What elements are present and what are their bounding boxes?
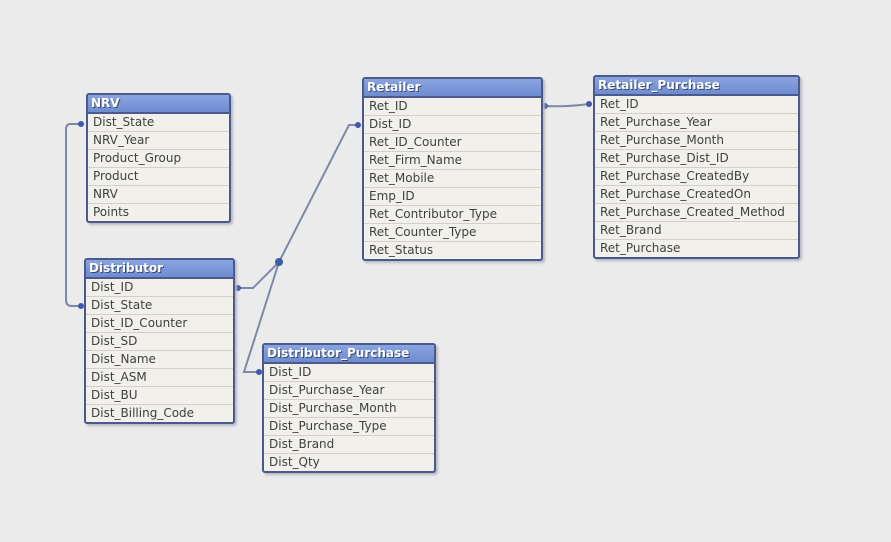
connector-node <box>78 121 84 127</box>
link-ret-id <box>544 103 590 108</box>
field-row[interactable]: Ret_ID_Counter <box>364 134 541 152</box>
field-row[interactable]: Product_Group <box>88 150 229 168</box>
field-row[interactable]: Dist_Brand <box>264 436 434 454</box>
field-row[interactable]: NRV <box>88 186 229 204</box>
field-row[interactable]: Ret_Counter_Type <box>364 224 541 242</box>
field-row[interactable]: NRV_Year <box>88 132 229 150</box>
connector-node <box>355 122 361 128</box>
field-row[interactable]: Ret_ID <box>364 98 541 116</box>
field-row[interactable]: Dist_Purchase_Month <box>264 400 434 418</box>
field-row[interactable]: Dist_Name <box>86 351 233 369</box>
field-row[interactable]: Dist_BU <box>86 387 233 405</box>
connector-node <box>586 101 592 107</box>
field-row[interactable]: Dist_ID <box>86 279 233 297</box>
link-dist-id-distributor-purchase <box>242 261 280 373</box>
table-title[interactable]: Retailer <box>364 79 541 98</box>
link-dist-state <box>65 123 81 307</box>
field-row[interactable]: Ret_Purchase_Month <box>595 132 798 150</box>
field-row[interactable]: Ret_Purchase_Year <box>595 114 798 132</box>
field-row[interactable]: Ret_Purchase_Created_Method <box>595 204 798 222</box>
field-row[interactable]: Dist_ID <box>364 116 541 134</box>
field-row[interactable]: Dist_Qty <box>269 455 320 469</box>
field-row[interactable]: Points <box>93 205 130 219</box>
table-title[interactable]: NRV <box>88 95 229 114</box>
field-row[interactable]: Ret_Purchase_CreatedOn <box>595 186 798 204</box>
field-row[interactable]: Ret_Purchase_CreatedBy <box>595 168 798 186</box>
connector-node <box>542 103 548 109</box>
field-row[interactable]: Product <box>88 168 229 186</box>
field-row[interactable]: Dist_ID_Counter <box>86 315 233 333</box>
link-dist-id-distributor <box>238 261 280 289</box>
field-row[interactable]: Dist_SD <box>86 333 233 351</box>
junction-node <box>275 258 283 266</box>
field-row[interactable]: Dist_Purchase_Type <box>264 418 434 436</box>
field-row[interactable]: Ret_Brand <box>595 222 798 240</box>
connector-node <box>256 369 262 375</box>
field-row[interactable]: Ret_Purchase_Dist_ID <box>595 150 798 168</box>
field-row[interactable]: Ret_ID <box>595 96 798 114</box>
field-row[interactable]: Dist_ASM <box>86 369 233 387</box>
field-row[interactable]: Dist_State <box>88 114 229 132</box>
field-row[interactable]: Ret_Contributor_Type <box>364 206 541 224</box>
table-title[interactable]: Distributor_Purchase <box>264 345 434 364</box>
connector-node <box>235 285 241 291</box>
connector-node <box>78 303 84 309</box>
field-row[interactable]: Dist_Purchase_Year <box>264 382 434 400</box>
field-row[interactable]: Ret_Mobile <box>364 170 541 188</box>
table-title[interactable]: Retailer_Purchase <box>595 77 798 96</box>
field-row[interactable]: Dist_ID <box>264 364 434 382</box>
field-row[interactable]: Emp_ID <box>364 188 541 206</box>
field-row[interactable]: Dist_State <box>86 297 233 315</box>
field-row[interactable]: Dist_Billing_Code <box>91 406 195 420</box>
table-title[interactable]: Distributor <box>86 260 233 279</box>
field-row[interactable]: Ret_Status <box>369 243 434 257</box>
link-dist-id-retailer <box>278 124 358 263</box>
field-row[interactable]: Ret_Firm_Name <box>364 152 541 170</box>
field-row[interactable]: Ret_Purchase <box>600 241 681 255</box>
